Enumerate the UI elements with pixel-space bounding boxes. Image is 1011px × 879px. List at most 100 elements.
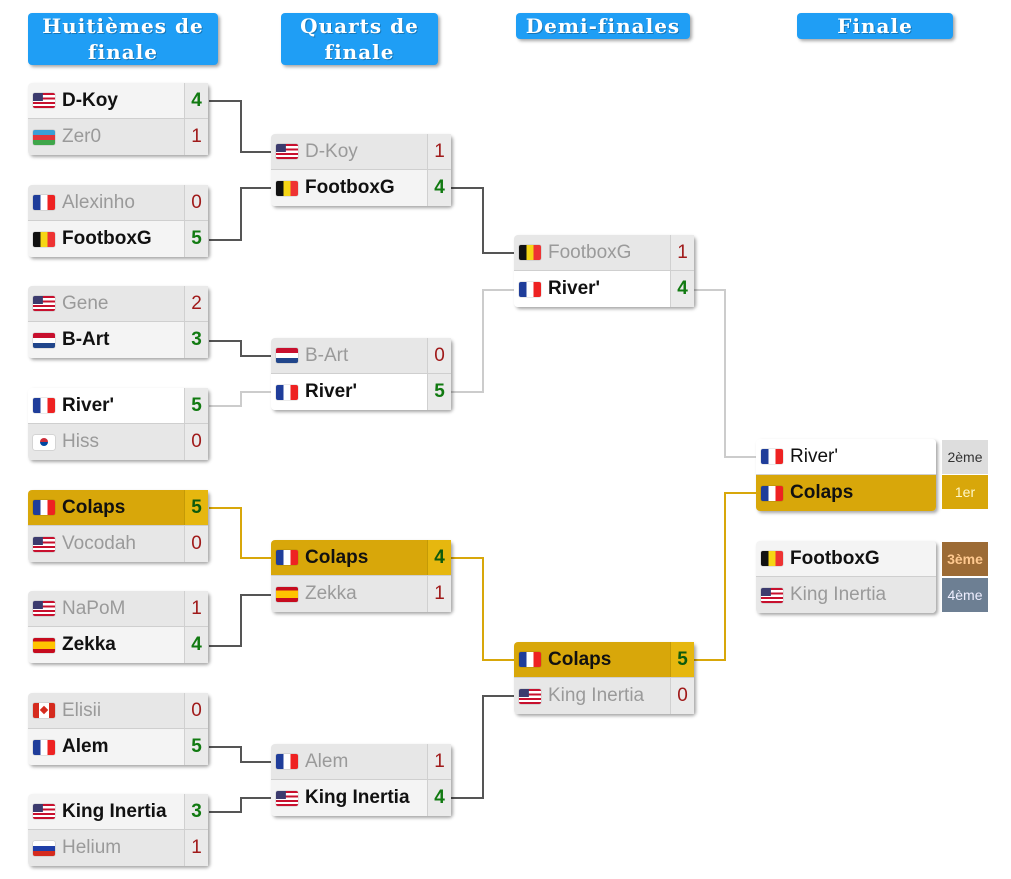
player-score: 0 (184, 424, 208, 460)
player-row[interactable]: King Inertia 3 (28, 794, 208, 830)
place-badge-2nd: 2ème (942, 440, 988, 474)
be-flag-icon (33, 231, 55, 247)
us-flag-icon (276, 790, 298, 806)
player-row[interactable]: Colaps 1er (756, 475, 988, 511)
player-name: Zekka (62, 634, 116, 655)
place-badge-1st: 1er (942, 475, 988, 509)
r16-match-8[interactable]: King Inertia 3 Helium 1 (28, 794, 208, 866)
player-row[interactable]: River' 2ème (756, 439, 988, 475)
player-row[interactable]: NaPoM 1 (28, 591, 208, 627)
player-name: FootboxG (790, 547, 880, 569)
player-row[interactable]: Alem 1 (271, 744, 451, 780)
player-name: D-Koy (62, 89, 118, 111)
fr-flag-icon (33, 398, 55, 413)
final-match[interactable]: River' 2ème Colaps 1er (756, 439, 988, 511)
player-row[interactable]: River'5 (28, 388, 208, 424)
place-badge-4th: 4ème (942, 578, 988, 612)
place-badge-3rd: 3ème (942, 542, 988, 576)
player-name: Gene (62, 292, 109, 314)
player-name: Zer0 (62, 126, 102, 147)
player-row[interactable]: Zekka 4 (28, 627, 208, 663)
player-row[interactable]: Alexinho 0 (28, 185, 208, 221)
fr-flag-icon (33, 739, 55, 755)
third-place-match[interactable]: FootboxG 3ème King Inertia 4ème (756, 541, 988, 613)
player-score: 0 (184, 526, 208, 562)
player-score: 4 (184, 627, 208, 663)
nl-flag-icon (33, 332, 55, 348)
player-name: King Inertia (62, 800, 167, 822)
fr-flag-icon (33, 195, 55, 210)
player-score: 4 (427, 170, 451, 206)
player-score: 1 (427, 744, 451, 779)
fr-flag-icon (761, 485, 783, 501)
r16-match-6[interactable]: NaPoM 1 Zekka 4 (28, 591, 208, 663)
player-row[interactable]: FootboxG 3ème (756, 541, 988, 577)
player-row[interactable]: Vocodah 0 (28, 526, 208, 562)
player-name: Colaps (790, 482, 854, 503)
header-round-of-16: Huitièmes de finale (28, 13, 218, 65)
fr-flag-icon (276, 384, 298, 400)
player-score: 3 (184, 322, 208, 358)
player-name: NaPoM (62, 597, 126, 619)
player-row[interactable]: River'5 (271, 374, 451, 410)
player-score: 2 (184, 286, 208, 321)
fr-flag-icon (33, 500, 55, 515)
player-score: 4 (427, 780, 451, 816)
be-flag-icon (761, 551, 783, 566)
player-row[interactable]: River'4 (514, 271, 694, 307)
player-score: 1 (184, 591, 208, 626)
player-name: Alem (305, 750, 349, 772)
ca-flag-icon (33, 703, 55, 718)
player-score: 4 (427, 540, 451, 575)
player-name: Alexinho (62, 191, 135, 213)
player-row[interactable]: B-Art 3 (28, 322, 208, 358)
us-flag-icon (33, 296, 55, 311)
player-score: 3 (184, 794, 208, 829)
player-row[interactable]: King Inertia 4ème (756, 577, 988, 613)
player-score: 0 (427, 338, 451, 373)
player-name: Vocodah (62, 533, 136, 554)
player-name: Helium (62, 837, 122, 858)
player-name: Alem (62, 736, 109, 757)
player-score: 1 (184, 830, 208, 866)
player-name: Elisii (62, 699, 102, 721)
us-flag-icon (33, 601, 55, 616)
r16-match-3[interactable]: Gene 2 B-Art 3 (28, 286, 208, 358)
player-score: 0 (184, 185, 208, 220)
player-name: River' (62, 394, 115, 416)
fr-flag-icon (276, 550, 298, 565)
es-flag-icon (276, 586, 298, 602)
player-name: B-Art (62, 329, 110, 350)
player-row[interactable]: Helium 1 (28, 830, 208, 866)
player-name: FootboxG (548, 241, 632, 263)
player-row[interactable]: Gene 2 (28, 286, 208, 322)
